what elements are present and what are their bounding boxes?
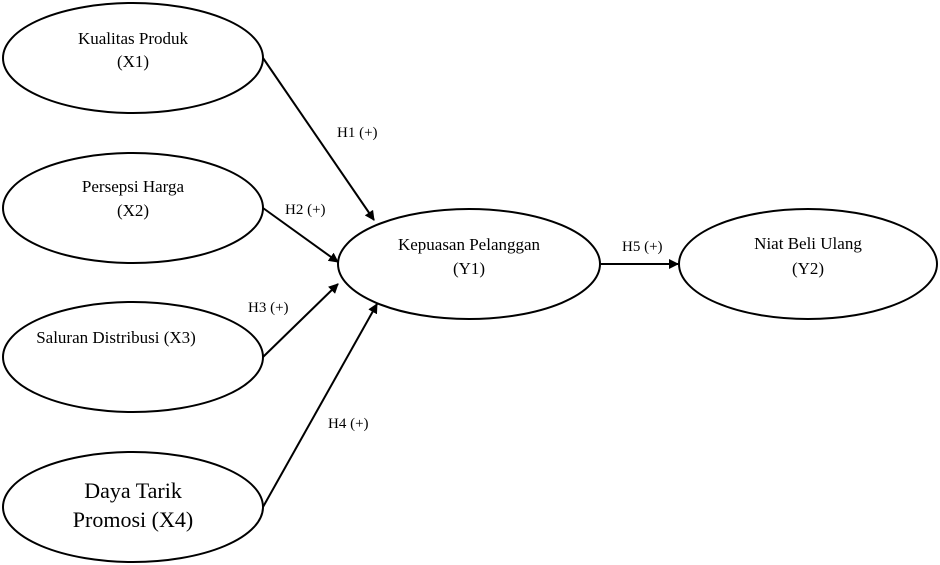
node-y1-ellipse [337,208,601,320]
node-x2: Persepsi Harga (X2) [2,152,264,264]
edges [262,57,679,508]
node-y2-ellipse [678,208,938,320]
edge-label-h4: H4 (+) [328,416,369,432]
node-x1-ellipse [2,2,264,114]
node-x3-label: Saluran Distribusi (X3) [36,328,196,347]
edge-label-h2: H2 (+) [285,202,326,218]
node-y2-label: Niat Beli Ulang [754,234,862,253]
node-x4-label: Daya Tarik [84,478,182,503]
node-y1: Kepuasan Pelanggan (Y1) [337,208,601,320]
edge-x1-y1 [262,57,375,221]
node-x4-ellipse [2,451,264,563]
node-x2-label: Persepsi Harga [82,177,185,196]
node-y2-code: (Y2) [792,259,824,278]
node-x1-label: Kualitas Produk [78,29,189,48]
node-y2: Niat Beli Ulang (Y2) [678,208,938,320]
node-x3-ellipse [2,301,264,413]
node-x1-code: (X1) [117,52,149,71]
node-x3: Saluran Distribusi (X3) [2,301,264,413]
node-y1-label: Kepuasan Pelanggan [398,235,541,254]
node-y1-code: (Y1) [453,259,485,278]
node-x4-code: Promosi (X4) [73,507,193,532]
edge-label-h3: H3 (+) [248,300,289,316]
edge-x2-y1 [262,207,339,263]
edge-x3-y1 [262,283,339,358]
edge-labels: H1 (+) H2 (+) H3 (+) H4 (+) H5 (+) [248,125,663,432]
edge-x4-y1 [262,303,378,508]
node-x4: Daya Tarik Promosi (X4) [2,451,264,563]
node-x1: Kualitas Produk (X1) [2,2,264,114]
edge-label-h1: H1 (+) [337,125,378,141]
node-x2-ellipse [2,152,264,264]
edge-label-h5: H5 (+) [622,239,663,255]
node-x2-code: (X2) [117,201,149,220]
